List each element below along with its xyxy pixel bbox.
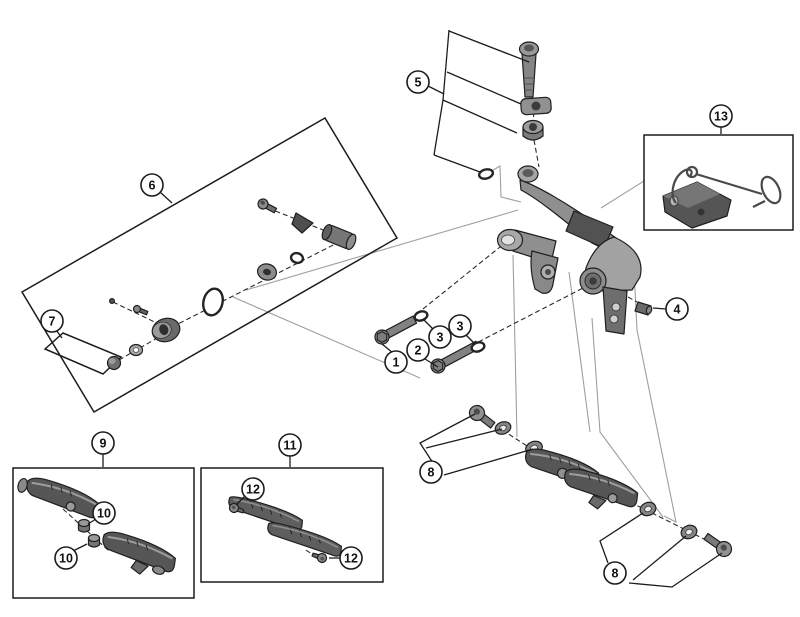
recessed-mounting-bolt <box>518 41 540 98</box>
group-box-7 <box>43 332 123 375</box>
cone-washer <box>256 263 278 281</box>
callout-8-left: 8 <box>419 460 443 484</box>
o-ring-3b <box>470 341 486 353</box>
shoe-washer-a <box>494 421 512 435</box>
pivot-axle-unit <box>108 198 357 343</box>
cam-drum <box>151 317 181 343</box>
pivot-bolt-1 <box>374 315 418 345</box>
group-box-9 <box>12 467 195 599</box>
set-screw-4 <box>634 301 653 316</box>
callout-3b: 3 <box>448 314 472 338</box>
svg-text:13: 13 <box>714 109 728 123</box>
square-flange-nut <box>520 96 552 116</box>
cam-bolt <box>257 198 278 214</box>
group-box-6 <box>20 116 399 414</box>
svg-text:3: 3 <box>437 330 444 344</box>
svg-text:6: 6 <box>149 178 156 192</box>
round-adjust-nut <box>522 119 544 141</box>
callout-3a: 3 <box>428 325 452 349</box>
callout-11: 11 <box>278 433 302 457</box>
small-screw <box>132 304 149 316</box>
mounting-bolt-assembly <box>477 41 552 180</box>
connector-lines <box>232 165 677 523</box>
brake-shoe-right <box>563 468 639 510</box>
svg-text:9: 9 <box>100 436 107 450</box>
callout-6: 6 <box>140 173 164 197</box>
shoe-washer-c <box>639 501 657 517</box>
callout-9: 9 <box>91 431 115 455</box>
svg-text:12: 12 <box>344 551 358 565</box>
callout-4: 4 <box>665 297 689 321</box>
flange-bolt-7 <box>106 355 122 371</box>
svg-text:10: 10 <box>59 551 73 565</box>
brake-caliper-body <box>496 165 642 335</box>
pad-insert-set <box>228 496 342 564</box>
pad-fixing-nut-a <box>77 518 91 533</box>
o-ring-5 <box>477 168 495 180</box>
svg-text:5: 5 <box>415 75 422 89</box>
group-box-11 <box>200 467 384 583</box>
svg-text:2: 2 <box>415 343 422 357</box>
pad-insert-b <box>267 522 342 557</box>
pin <box>108 298 115 305</box>
cartridge-shoe-b <box>102 531 176 575</box>
return-spring <box>671 165 782 208</box>
svg-text:10: 10 <box>97 506 111 520</box>
large-o-ring <box>202 287 224 317</box>
callout-8-right: 8 <box>603 561 627 585</box>
wedge-plate <box>291 212 314 234</box>
callout-leader-lines <box>55 29 723 588</box>
svg-text:8: 8 <box>428 465 435 479</box>
svg-text:7: 7 <box>49 314 56 328</box>
shoe-fixing-bolt-left <box>468 404 496 429</box>
o-ring-3a <box>413 310 429 322</box>
cartridge-shoe-a <box>17 477 100 519</box>
pivot-bolt-2 <box>430 340 481 374</box>
pad-screw-b <box>311 552 328 564</box>
cartridge-shoe-set <box>17 477 176 575</box>
svg-text:8: 8 <box>612 566 619 580</box>
group-boxes <box>12 116 794 599</box>
callout-7: 7 <box>40 309 64 333</box>
callout-10b: 10 <box>54 546 78 570</box>
adjust-bolt-unit <box>106 343 144 371</box>
group-box-13 <box>643 134 794 231</box>
svg-text:12: 12 <box>246 482 260 496</box>
svg-text:11: 11 <box>283 438 296 452</box>
axle-cylinder <box>321 223 357 251</box>
pad-screw-a <box>228 502 245 514</box>
shoe-washer-d <box>680 524 698 540</box>
callout-12a: 12 <box>241 477 265 501</box>
callout-13: 13 <box>709 104 733 128</box>
callout-12b: 12 <box>339 546 363 570</box>
pad-insert-a <box>228 496 303 531</box>
svg-text:1: 1 <box>393 355 400 369</box>
callout-5: 5 <box>406 70 430 94</box>
cable-guide-unit <box>662 165 782 229</box>
pad-fixing-nut-b <box>87 533 101 548</box>
callout-1: 1 <box>384 350 408 374</box>
small-o-ring <box>289 251 305 265</box>
svg-text:4: 4 <box>674 302 681 316</box>
callout-2: 2 <box>406 338 430 362</box>
svg-text:3: 3 <box>457 319 464 333</box>
callout-10a: 10 <box>92 501 116 525</box>
